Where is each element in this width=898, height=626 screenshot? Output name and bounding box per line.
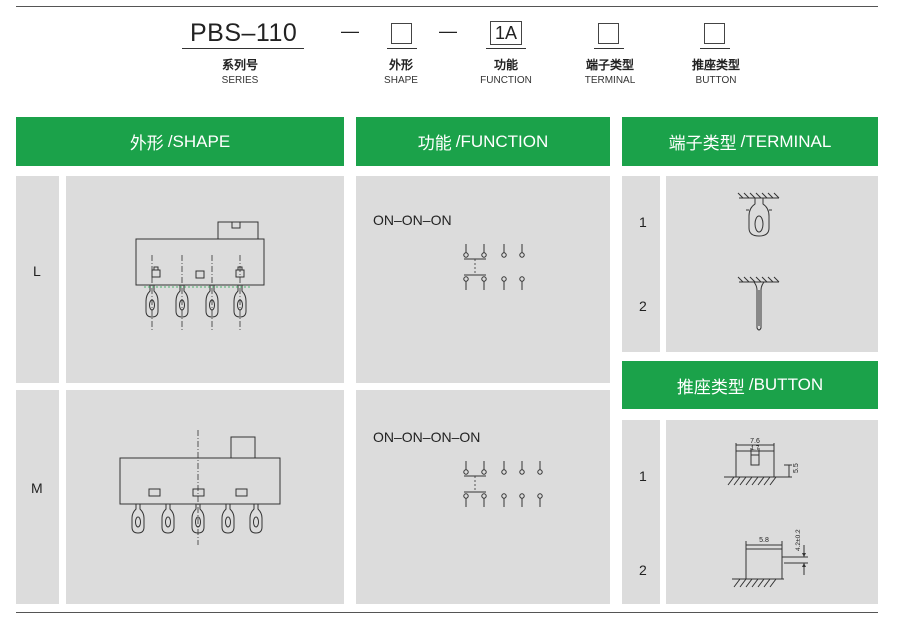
button-row-1-label: 1 xyxy=(639,468,647,484)
function-underline xyxy=(486,48,526,49)
terminal-section-header: 端子类型/TERMINAL xyxy=(622,117,878,166)
button-header-en: /BUTTON xyxy=(748,375,824,394)
button-1-inner-dim: 1.7 xyxy=(751,446,760,452)
function-m-text: ON–ON–ON–ON xyxy=(373,429,481,445)
terminal-2-drawing xyxy=(737,276,780,331)
shape-row-m-label: M xyxy=(31,480,43,496)
shape-section-header: 外形/SHAPE xyxy=(16,117,344,166)
terminal-row-1-label: 1 xyxy=(639,214,647,230)
shape-l-drawing-panel xyxy=(66,176,344,383)
button-2-height-dim: 4.2±0.2 xyxy=(795,529,802,551)
shape-row-l-label: L xyxy=(33,263,41,279)
series-label-cn: 系列号 xyxy=(221,58,258,72)
shape-row-m-label-cell: M xyxy=(16,390,59,604)
function-l-panel: ON–ON–ON xyxy=(356,176,610,383)
shape-m-drawing-panel xyxy=(66,390,344,604)
button-header-cn: 推座类型 xyxy=(676,377,745,398)
series-code: PBS–110 xyxy=(190,19,298,47)
terminal-header-cn: 端子类型 xyxy=(668,134,737,154)
button-1-height-dim: 5.5 xyxy=(793,463,800,473)
terminal-1-drawing xyxy=(737,192,780,237)
shape-label-en: SHAPE xyxy=(384,75,418,86)
button-section-header: 推座类型/BUTTON xyxy=(622,361,878,409)
button-box xyxy=(704,23,725,44)
function-m-panel: ON–ON–ON–ON xyxy=(356,390,610,604)
button-index-cell: 1 2 xyxy=(622,420,660,604)
terminal-label-en: TERMINAL xyxy=(584,75,636,86)
terminal-label-cn: 端子类型 xyxy=(585,58,634,72)
button-2-width-dim: 5.8 xyxy=(759,537,769,544)
button-row-2-label: 2 xyxy=(639,562,647,578)
series-underline xyxy=(182,48,304,49)
function-header-en: /FUNCTION xyxy=(455,131,549,151)
shape-label-cn: 外形 xyxy=(388,58,413,72)
shape-box xyxy=(391,23,412,44)
shape-l-switch-drawing xyxy=(135,221,265,330)
terminal-underline xyxy=(594,48,624,49)
terminal-index-cell: 1 2 xyxy=(622,176,660,352)
bottom-rule xyxy=(16,612,878,613)
button-label-cn: 推座类型 xyxy=(691,58,740,72)
shape-header-cn: 外形 xyxy=(129,134,164,154)
function-m-schematic xyxy=(463,461,543,507)
terminal-header-en: /TERMINAL xyxy=(740,131,832,151)
function-section-header: 功能/FUNCTION xyxy=(356,117,610,166)
button-label-en: BUTTON xyxy=(695,75,737,86)
shape-header-en: /SHAPE xyxy=(167,131,231,151)
button-1-drawing: 7.6 1.7 5.5 xyxy=(724,438,800,486)
terminal-box xyxy=(598,23,619,44)
function-header-cn: 功能 xyxy=(417,134,452,154)
top-rule xyxy=(16,6,878,7)
function-l-schematic xyxy=(463,244,525,290)
shape-m-switch-drawing xyxy=(119,430,281,545)
separator-dash-1: — xyxy=(341,21,359,41)
separator-dash-2: — xyxy=(439,21,457,41)
button-2-drawing: 5.8 4.2±0.2 xyxy=(732,529,808,588)
shape-underline xyxy=(387,48,417,49)
shape-row-l-label-cell: L xyxy=(16,176,59,383)
button-underline xyxy=(700,48,730,49)
function-label-cn: 功能 xyxy=(493,58,518,72)
button-1-width-dim: 7.6 xyxy=(750,438,760,445)
function-l-text: ON–ON–ON xyxy=(373,212,452,228)
terminal-row-2-label: 2 xyxy=(639,298,647,314)
series-label-en: SERIES xyxy=(221,75,259,86)
function-label-en: FUNCTION xyxy=(480,75,532,86)
terminal-drawing-panel xyxy=(666,176,878,352)
function-box: 1A xyxy=(490,21,522,45)
